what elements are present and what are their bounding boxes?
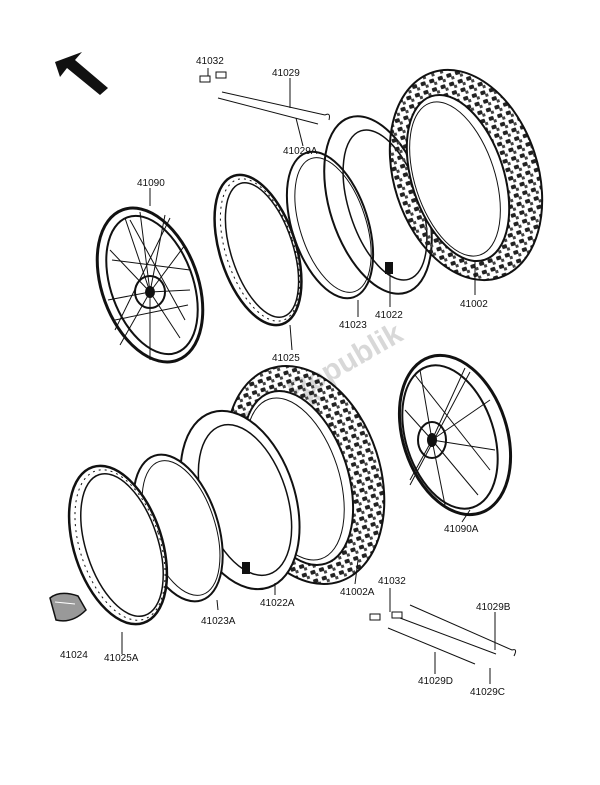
label-41029: 41029	[272, 68, 300, 79]
rim-lock	[49, 592, 87, 622]
front-tire	[388, 68, 544, 282]
label-41022a: 41022A	[260, 598, 295, 609]
front-rim	[213, 173, 303, 327]
part-number-labels: 41032 41029 41029A 41090 41002 41022 410…	[60, 56, 511, 698]
label-41002a: 41002A	[340, 587, 375, 598]
label-41032-bottom: 41032	[378, 576, 406, 587]
label-41025a: 41025A	[104, 653, 139, 664]
arrow-up-left-icon	[55, 52, 108, 95]
front-wheel-assembly	[95, 206, 205, 364]
label-41025: 41025	[272, 353, 300, 364]
label-41002: 41002	[460, 299, 488, 310]
leader-lines	[121, 68, 496, 684]
rear-wheel-assembly	[397, 353, 513, 517]
front-spokes-and-nipples	[199, 71, 330, 125]
label-41023: 41023	[339, 320, 367, 331]
front-rim-band	[285, 150, 375, 300]
rear-rim	[67, 464, 169, 626]
label-41022: 41022	[375, 310, 403, 321]
label-41029c: 41029C	[470, 687, 505, 698]
label-41029d: 41029D	[418, 676, 453, 687]
label-41024: 41024	[60, 650, 88, 661]
label-41090: 41090	[137, 178, 165, 189]
rear-spokes-and-nipples	[369, 604, 517, 665]
label-41032-top: 41032	[196, 56, 224, 67]
label-41023a: 41023A	[201, 616, 236, 627]
label-41029a: 41029A	[283, 146, 318, 157]
label-41090a: 41090A	[444, 524, 479, 535]
label-41029b: 41029B	[476, 602, 511, 613]
